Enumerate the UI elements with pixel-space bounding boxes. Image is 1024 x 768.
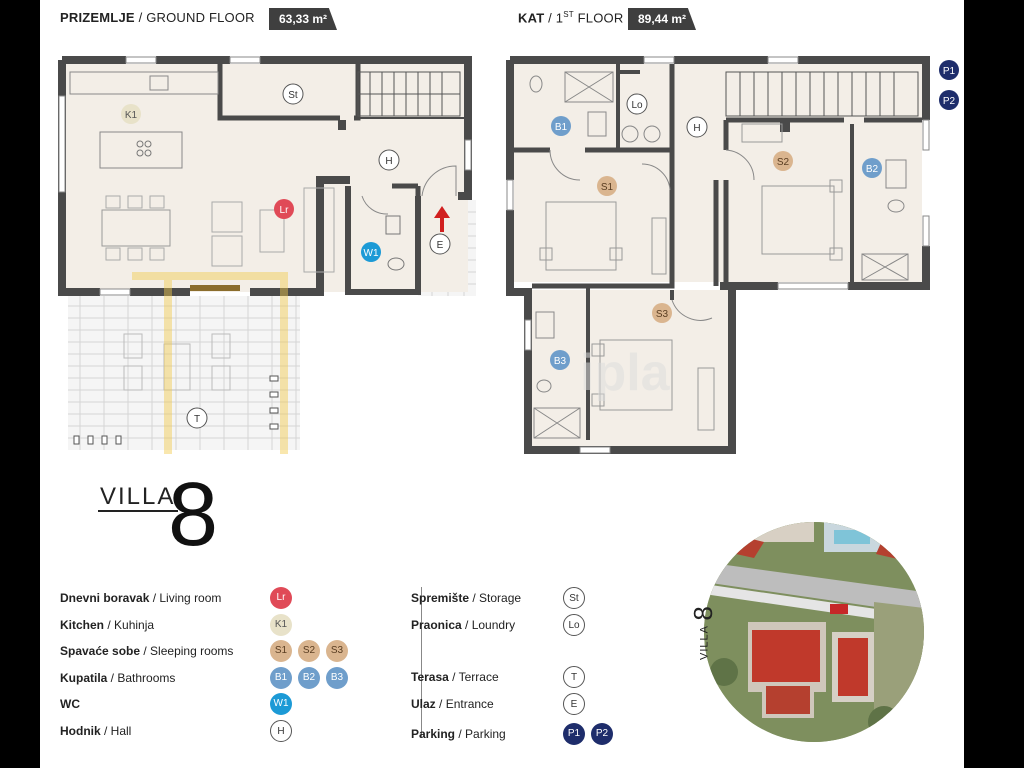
brochure-sheet: PRIZEMLJE / GROUND FLOOR 63,33 m² KAT / … [40, 0, 964, 768]
legend-label: / Hall [100, 724, 132, 738]
tag-s3: S3 [656, 309, 669, 320]
legend-badge: S2 [298, 640, 320, 662]
legend-label: / Bathrooms [107, 671, 176, 685]
legend-label-bold: Spremište [411, 591, 470, 605]
entrance-arrow-icon [434, 206, 450, 232]
legend-label-bold: WC [60, 697, 80, 711]
first-floor-area: 89,44 m² [628, 8, 697, 30]
legend-badge: B3 [326, 667, 348, 689]
tag-b3: B3 [554, 356, 567, 367]
legend-badge: H [270, 720, 292, 742]
left-legend-row: Kupatila / Bathrooms [60, 668, 175, 688]
tag-b2: B2 [866, 164, 879, 175]
legend-label-bold: Kitchen [60, 618, 105, 632]
tag-h-ground: H [385, 156, 392, 167]
legend-badge: K1 [270, 614, 292, 636]
tag-k1: K1 [125, 110, 138, 121]
tag-lo: Lo [631, 100, 643, 111]
legend-label: / Loundry [461, 618, 516, 632]
tag-e: E [437, 240, 444, 251]
legend-badge: Lr [270, 587, 292, 609]
watermark [132, 272, 288, 454]
legend-badge: E [563, 693, 585, 715]
left-legend-row: Dnevni boravak / Living room [60, 588, 221, 608]
legend-label: / Entrance [435, 697, 494, 711]
legend-label-bold: Praonica [411, 618, 462, 632]
right-legend-row: Parking / Parking [411, 724, 506, 744]
first-stairs [725, 71, 919, 117]
right-legend-row: Ulaz / Entrance [411, 694, 494, 714]
floor-plans: ipla K1 St H Lr W1 E T B1 Lo H S1 S2 B2 … [58, 56, 959, 454]
aerial-image [704, 522, 924, 742]
legend-label: / Storage [469, 591, 522, 605]
tag-h-first: H [693, 123, 700, 134]
legend-label-bold: Ulaz [411, 697, 436, 711]
aerial-view [704, 522, 924, 742]
ground-floor-area: 63,33 m² [269, 8, 338, 30]
first-floor-title: KAT / 1ST FLOOR [518, 10, 624, 26]
legend-badge: P1 [563, 723, 585, 745]
tag-p1: P1 [943, 66, 956, 77]
tag-t: T [194, 414, 200, 425]
legend-badge: B1 [270, 667, 292, 689]
left-legend-row: Spavaće sobe / Sleeping rooms [60, 641, 233, 661]
tag-lr: Lr [280, 205, 290, 216]
left-legend-row: WC [60, 694, 80, 714]
legend-label-bold: Hodnik [60, 724, 101, 738]
legend-label: / Kuhinja [104, 618, 155, 632]
legend-label-bold: Kupatila [60, 671, 108, 685]
legend-label-bold: Dnevni boravak [60, 591, 150, 605]
terrace-paving [68, 296, 300, 450]
room-tags: K1 St H Lr W1 E T B1 Lo H S1 S2 B2 S3 B3… [121, 60, 959, 429]
right-legend-row: Praonica / Loundry [411, 615, 515, 635]
first-floor-plan [506, 56, 930, 454]
left-legend-row: Hodnik / Hall [60, 721, 131, 741]
legend-label-bold: Parking [411, 727, 456, 741]
legend-badge: Lo [563, 614, 585, 636]
tag-b1: B1 [555, 122, 568, 133]
right-legend-row: Terasa / Terrace [411, 667, 499, 687]
tag-p2: P2 [943, 96, 956, 107]
ground-floor-title: PRIZEMLJE / GROUND FLOOR [60, 10, 255, 25]
legend-divider [421, 587, 422, 737]
legend-badge: W1 [270, 693, 292, 715]
legend-label-bold: Spavaće sobe [60, 644, 141, 658]
tag-s2: S2 [777, 157, 790, 168]
tag-w1: W1 [364, 248, 379, 259]
legend-badge: St [563, 587, 585, 609]
legend-label: / Living room [149, 591, 222, 605]
legend-label: / Parking [455, 727, 506, 741]
legend-label: / Sleeping rooms [140, 644, 234, 658]
legend-label-bold: Terasa [411, 670, 449, 684]
legend-badge: S1 [270, 640, 292, 662]
legend-badge: S3 [326, 640, 348, 662]
legend-label: / Terrace [448, 670, 499, 684]
tag-st: St [288, 90, 298, 101]
right-legend-row: Spremište / Storage [411, 588, 521, 608]
legend-badge: B2 [298, 667, 320, 689]
legend-badge: T [563, 666, 585, 688]
ground-floor-plan [58, 56, 476, 450]
left-legend-row: Kitchen / Kuhinja [60, 615, 154, 635]
ground-stairs [357, 71, 461, 117]
legend-badge: P2 [591, 723, 613, 745]
aerial-villa-label: VILLA 8 [688, 606, 718, 660]
tag-s1: S1 [601, 182, 614, 193]
watermark-text: ipla [580, 344, 671, 402]
villa-number: 8 [168, 465, 219, 565]
villa-word: VILLA [100, 483, 176, 510]
villa-underline [98, 510, 178, 512]
